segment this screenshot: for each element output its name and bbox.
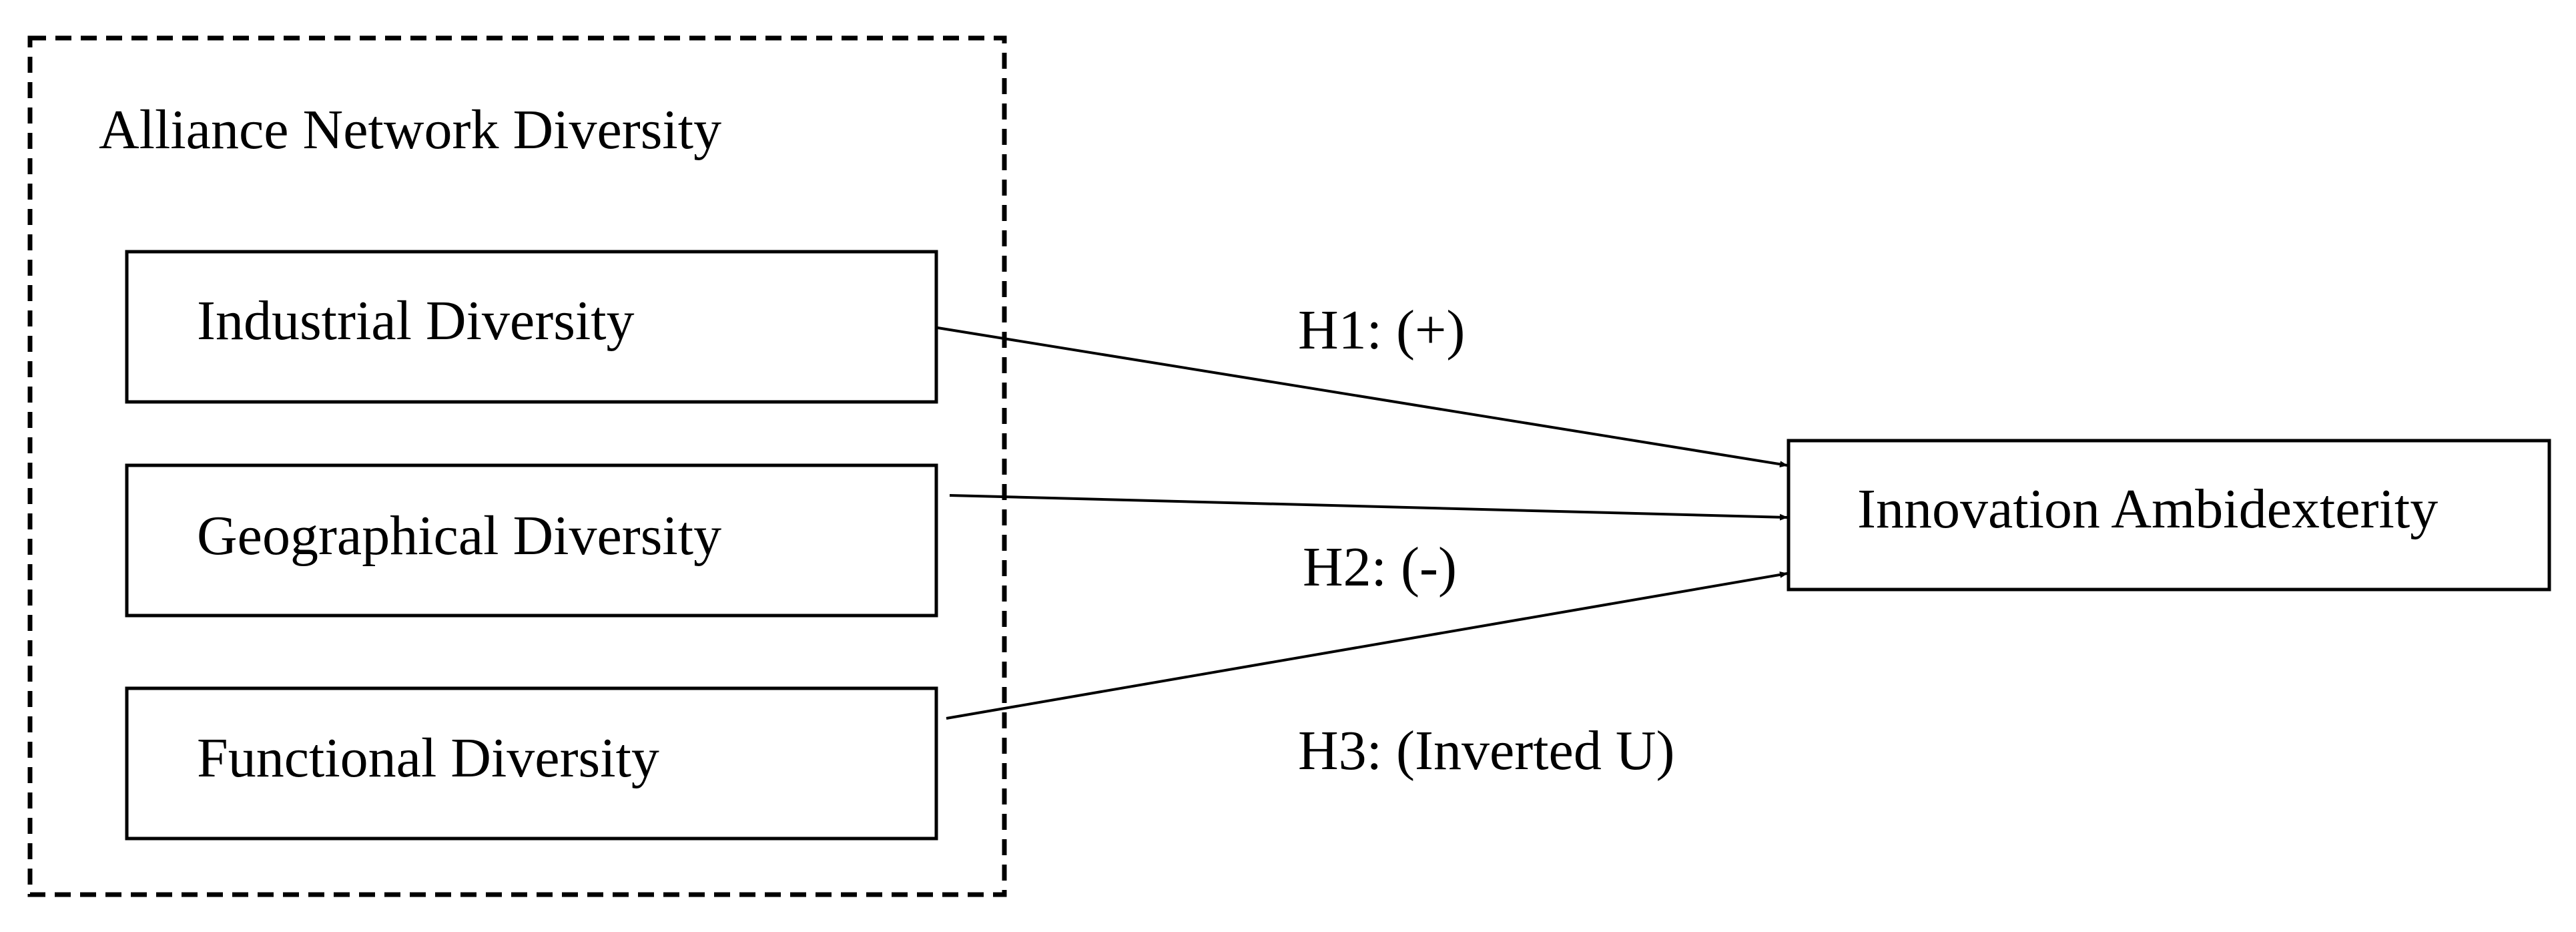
h3-arrow xyxy=(946,571,1788,720)
innovation-ambidexterity-node: Innovation Ambidexterity xyxy=(1787,439,2551,592)
functional-diversity-box xyxy=(125,686,938,841)
h2-arrow xyxy=(949,494,1788,521)
geographical-diversity-box xyxy=(125,463,938,618)
alliance-network-group-frame xyxy=(27,35,1007,897)
h1-label: H1: (+) xyxy=(1298,299,1465,361)
industrial-diversity-box xyxy=(125,250,938,404)
h2-label: H2: (-) xyxy=(1303,536,1457,598)
h1-arrow xyxy=(937,326,1788,468)
geographical-diversity-node: Geographical Diversity xyxy=(125,463,938,618)
industrial-diversity-node: Industrial Diversity xyxy=(125,250,938,404)
h3-label: H3: (Inverted U) xyxy=(1298,720,1674,782)
group-title: Alliance Network Diversity xyxy=(99,99,721,161)
innovation-ambidexterity-label: Innovation Ambidexterity xyxy=(1857,478,2438,540)
functional-diversity-label: Functional Diversity xyxy=(197,727,659,789)
innovation-ambidexterity-box xyxy=(1787,439,2551,592)
geographical-diversity-label: Geographical Diversity xyxy=(197,505,721,567)
functional-diversity-node: Functional Diversity xyxy=(125,686,938,841)
industrial-diversity-label: Industrial Diversity xyxy=(197,290,635,352)
